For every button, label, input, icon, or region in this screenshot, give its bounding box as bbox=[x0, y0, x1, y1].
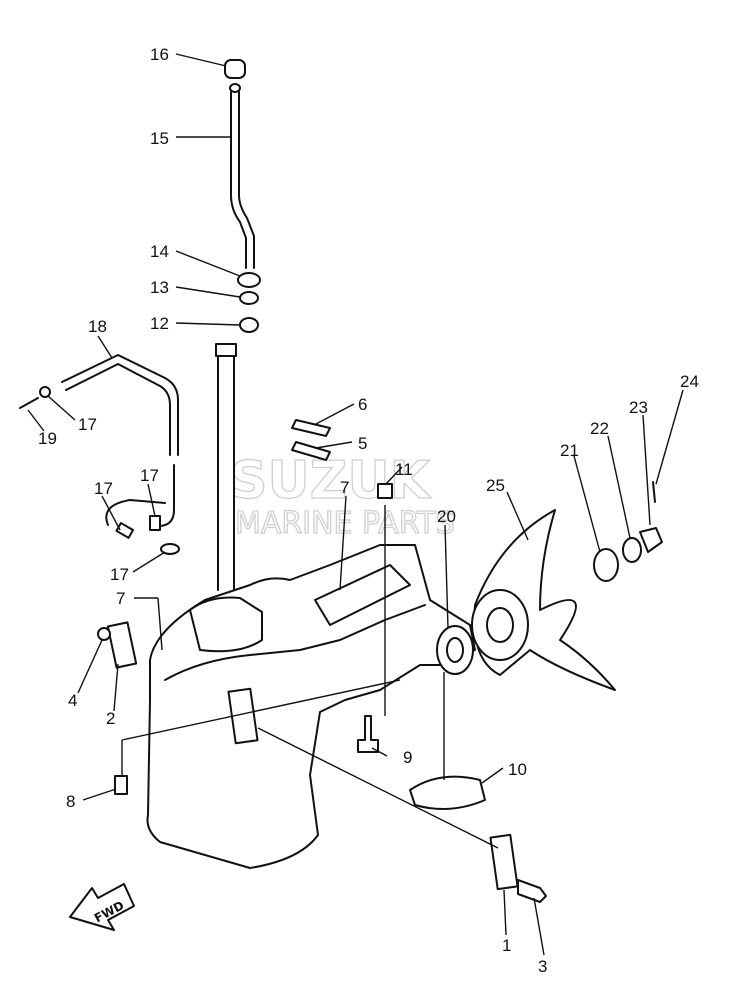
fwd-arrow: FWD bbox=[69, 883, 135, 931]
callout-7-b: 7 bbox=[116, 589, 125, 608]
part-15-tube-right bbox=[238, 91, 255, 269]
callout-8: 8 bbox=[66, 792, 75, 811]
callout-23: 23 bbox=[629, 398, 648, 417]
callout-6: 6 bbox=[358, 395, 367, 414]
part-18-hose-loop bbox=[105, 499, 166, 526]
part-6-key bbox=[291, 419, 331, 437]
leader-lines bbox=[27, 53, 684, 956]
part-21-washer bbox=[593, 548, 619, 582]
trim-tab-area bbox=[314, 564, 411, 626]
part-18-hose-upper bbox=[61, 354, 179, 456]
water-tube-assembly bbox=[224, 59, 261, 333]
driveshaft-top bbox=[215, 343, 237, 357]
part-4-nut bbox=[97, 627, 111, 641]
callout-25: 25 bbox=[486, 476, 505, 495]
part-2-anode bbox=[106, 621, 138, 669]
part-12-grommet bbox=[239, 317, 259, 333]
part-3-bolt bbox=[517, 879, 547, 903]
watermark-brand: SUZUK bbox=[230, 451, 432, 511]
callout-7-a: 7 bbox=[340, 478, 349, 497]
callout-14: 14 bbox=[150, 242, 169, 261]
hose-assembly bbox=[19, 354, 180, 555]
callout-5: 5 bbox=[358, 434, 367, 453]
callout-24: 24 bbox=[680, 372, 699, 391]
part-11-bolt bbox=[377, 483, 393, 499]
driveshaft-housing bbox=[217, 349, 235, 591]
part-22-washer bbox=[622, 537, 642, 563]
part-9-bolt bbox=[357, 715, 379, 753]
part-15-tube-left bbox=[230, 91, 247, 269]
part-8-bolt bbox=[114, 775, 128, 795]
callout-17-b: 17 bbox=[140, 466, 159, 485]
callout-12: 12 bbox=[150, 314, 169, 333]
part-17-clip-d bbox=[160, 543, 180, 555]
part-18-hose-upper-inner bbox=[65, 363, 171, 456]
callout-9: 9 bbox=[403, 748, 412, 767]
callout-21: 21 bbox=[560, 441, 579, 460]
callout-11: 11 bbox=[395, 460, 413, 479]
part-16-tube-cap bbox=[224, 59, 246, 79]
callout-19: 19 bbox=[38, 429, 57, 448]
part-1-anode bbox=[489, 833, 519, 891]
callout-10: 10 bbox=[508, 760, 527, 779]
callout-22: 22 bbox=[590, 419, 609, 438]
part-24-cotter-pin bbox=[652, 481, 656, 503]
callout-17-d: 17 bbox=[110, 565, 129, 584]
part-20-thrust-washer bbox=[436, 625, 474, 675]
callout-15: 15 bbox=[150, 129, 169, 148]
propeller-hub bbox=[471, 589, 529, 661]
callout-3: 3 bbox=[538, 957, 547, 976]
callout-4: 4 bbox=[68, 691, 77, 710]
callout-16: 16 bbox=[150, 45, 169, 64]
callout-20: 20 bbox=[437, 507, 456, 526]
callout-13: 13 bbox=[150, 278, 169, 297]
callout-1: 1 bbox=[502, 936, 511, 955]
part-5-key bbox=[291, 441, 331, 461]
part-14-grommet bbox=[237, 272, 261, 288]
propeller-assembly bbox=[436, 481, 663, 691]
part-18-hose-lower bbox=[159, 464, 175, 527]
part-23-nut bbox=[639, 527, 663, 553]
part-10-anode-plate bbox=[409, 775, 486, 810]
part-1-anode-side bbox=[227, 687, 259, 745]
callout-17-c: 17 bbox=[94, 479, 113, 498]
water-pump-housing bbox=[189, 596, 263, 653]
gearcase-outline bbox=[146, 544, 476, 869]
part-15-tube-end bbox=[229, 83, 241, 93]
part-19-fitting bbox=[19, 397, 39, 409]
callout-18: 18 bbox=[88, 317, 107, 336]
part-17-clip-b bbox=[115, 522, 135, 539]
gearcase-small-parts bbox=[97, 419, 547, 903]
callout-2: 2 bbox=[106, 709, 115, 728]
part-17-clip-c bbox=[149, 515, 161, 531]
callout-17-a: 17 bbox=[78, 415, 97, 434]
part-17-clip-a bbox=[39, 386, 51, 398]
part-13-seal bbox=[239, 291, 259, 305]
anti-cavitation-plate bbox=[164, 604, 426, 681]
callout-labels: 16 15 14 13 12 18 17 19 6 5 11 7 17 17 1… bbox=[38, 45, 699, 976]
